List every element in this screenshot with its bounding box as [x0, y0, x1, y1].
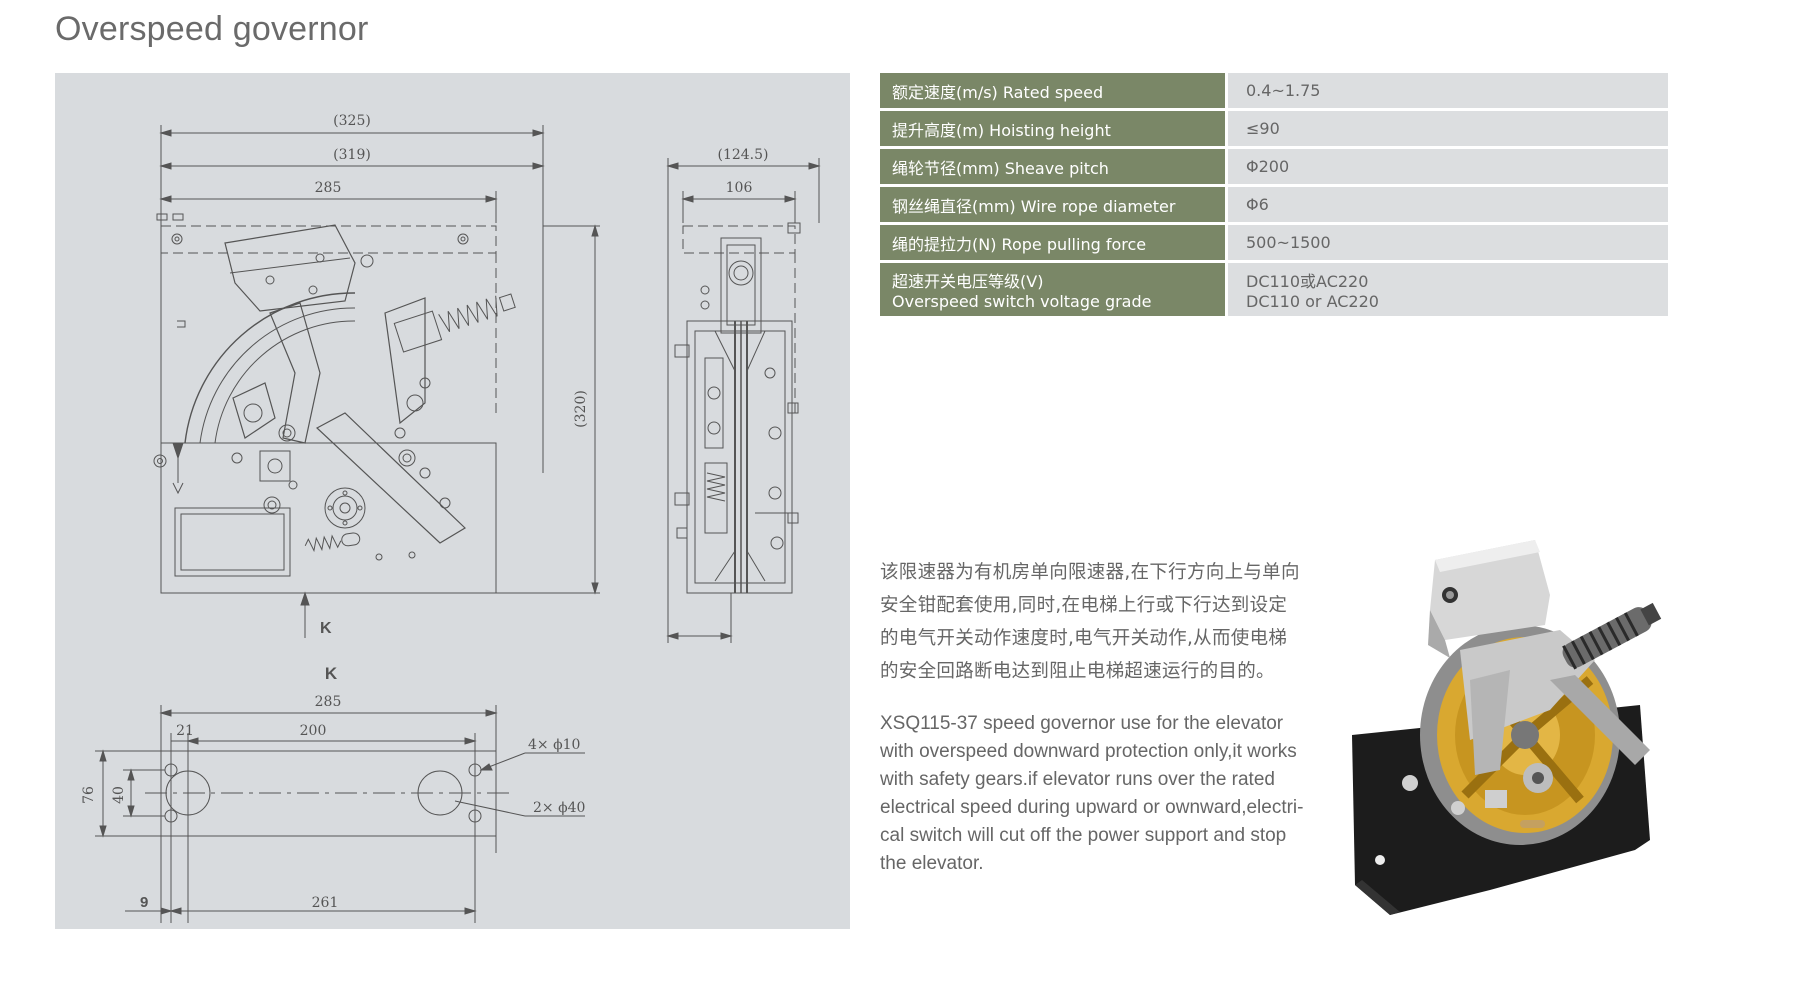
- spec-label: 绳轮节径(mm) Sheave pitch: [880, 149, 1225, 184]
- spec-row-switch-voltage: 超速开关电压等级(V) Overspeed switch voltage gra…: [880, 263, 1668, 316]
- description-en-line: electrical speed during upward or ownwar…: [880, 797, 1304, 818]
- spec-value: ≤90: [1228, 111, 1668, 146]
- spec-value: 0.4~1.75: [1228, 73, 1668, 108]
- spec-row-wire-rope-diameter: 钢丝绳直径(mm) Wire rope diameter Φ6: [880, 187, 1668, 222]
- description-cn-line: 该限速器为有机房单向限速器,在下行方向上与单向: [880, 562, 1300, 583]
- description-en-line: the elevator.: [880, 853, 984, 874]
- description-en-line: XSQ115-37 speed governor use for the ele…: [880, 713, 1284, 734]
- overspeed-governor-image: [1352, 540, 1662, 915]
- spec-label-cn: 超速开关电压等级(V): [892, 272, 1044, 291]
- arrow-k-label: K: [320, 620, 332, 637]
- spec-label-en: Overspeed switch voltage grade: [892, 292, 1152, 311]
- technical-drawing-panel: (325) (319) 285 (320) K (124.5) 106 K 28…: [55, 73, 850, 929]
- description-en-line: with overspeed downward protection only,…: [880, 741, 1297, 762]
- base-dim-200-label: 200: [300, 723, 327, 739]
- base-dim-76-label: 76: [81, 786, 97, 804]
- spec-row-rated-speed: 额定速度(m/s) Rated speed 0.4~1.75: [880, 73, 1668, 108]
- base-dim-9-label: 9: [140, 894, 148, 911]
- spec-row-sheave-pitch: 绳轮节径(mm) Sheave pitch Φ200: [880, 149, 1668, 184]
- spec-row-rope-pulling-force: 绳的提拉力(N) Rope pulling force 500~1500: [880, 225, 1668, 260]
- base-dim-40-label: 40: [111, 786, 127, 804]
- k-view-label: K: [325, 664, 338, 683]
- holes-large-label: 2× ϕ40: [533, 800, 585, 816]
- spec-table: 额定速度(m/s) Rated speed 0.4~1.75 提升高度(m) H…: [880, 73, 1668, 319]
- description-cn-line: 的电气开关动作速度时,电气开关动作,从而使电梯: [880, 628, 1288, 649]
- dim-320-label: (320): [573, 390, 589, 428]
- description-en-line: with safety gears.if elevator runs over …: [880, 769, 1275, 790]
- product-photo: [1350, 540, 1670, 925]
- base-dim-21-label: 21: [176, 723, 194, 739]
- base-dim-261-label: 261: [312, 895, 339, 911]
- spec-value: Φ200: [1228, 149, 1668, 184]
- description-english: XSQ115-37 speed governor use for the ele…: [880, 710, 1340, 878]
- spec-value-cn: DC110或AC220: [1246, 272, 1369, 291]
- spec-label: 超速开关电压等级(V) Overspeed switch voltage gra…: [880, 263, 1225, 316]
- base-dim-285-label: 285: [315, 694, 342, 710]
- dim-106-label: 106: [726, 180, 753, 196]
- spec-label: 钢丝绳直径(mm) Wire rope diameter: [880, 187, 1225, 222]
- dim-124-5-label: (124.5): [717, 147, 768, 163]
- spec-value: 500~1500: [1228, 225, 1668, 260]
- spec-label: 提升高度(m) Hoisting height: [880, 111, 1225, 146]
- description-chinese: 该限速器为有机房单向限速器,在下行方向上与单向 安全钳配套使用,同时,在电梯上行…: [880, 556, 1330, 688]
- dim-319-label: (319): [333, 147, 371, 163]
- page-title: Overspeed governor: [55, 10, 369, 48]
- holes-small-label: 4× ϕ10: [528, 737, 580, 753]
- dim-285-label: 285: [315, 180, 342, 196]
- spec-value: DC110或AC220 DC110 or AC220: [1228, 263, 1668, 316]
- description-cn-line: 安全钳配套使用,同时,在电梯上行或下行达到设定: [880, 595, 1288, 616]
- spec-value: Φ6: [1228, 187, 1668, 222]
- technical-drawing: (325) (319) 285 (320) K (124.5) 106 K 28…: [81, 113, 821, 923]
- spec-label: 绳的提拉力(N) Rope pulling force: [880, 225, 1225, 260]
- description-cn-line: 的安全回路断电达到阻止电梯超速运行的目的。: [880, 661, 1275, 682]
- spec-label: 额定速度(m/s) Rated speed: [880, 73, 1225, 108]
- description-en-line: cal switch will cut off the power suppor…: [880, 825, 1287, 846]
- spec-value-en: DC110 or AC220: [1246, 292, 1379, 311]
- spec-row-hoisting-height: 提升高度(m) Hoisting height ≤90: [880, 111, 1668, 146]
- dim-325-label: (325): [333, 113, 371, 129]
